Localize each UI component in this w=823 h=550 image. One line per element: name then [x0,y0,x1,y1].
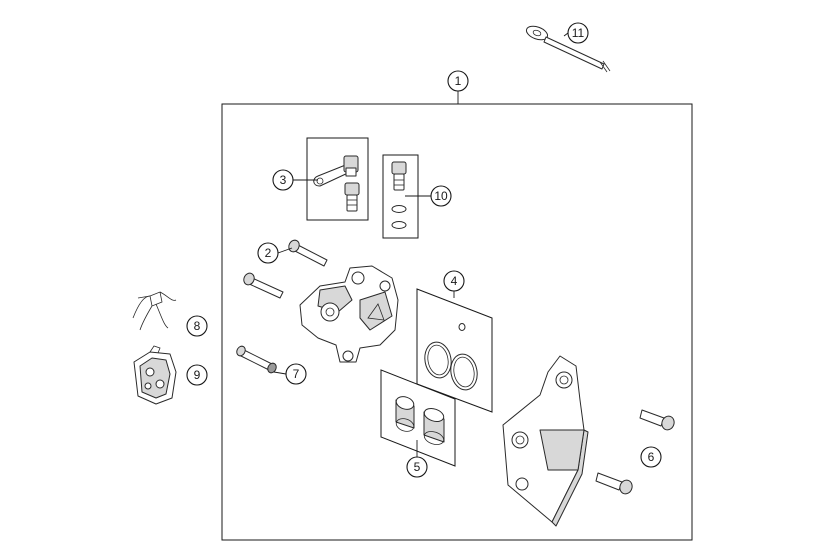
svg-text:5: 5 [414,460,421,474]
callout-9: 9 [186,364,208,386]
callout-5: 5 [406,456,428,478]
part-4-box [416,288,493,413]
part-11-brake-line [525,25,611,73]
svg-text:1: 1 [455,74,462,88]
svg-text:10: 10 [434,189,448,203]
part-5-pistons [395,396,445,445]
callout-8: 8 [186,315,208,337]
part-6-bolts [595,409,675,495]
svg-text:3: 3 [280,173,287,187]
svg-text:4: 4 [451,274,458,288]
callout-11: 11 [567,22,589,44]
svg-text:7: 7 [293,367,300,381]
svg-text:11: 11 [572,26,585,40]
part-3-box [306,137,369,221]
svg-text:9: 9 [194,368,201,382]
part-2-bolts [243,239,328,299]
part-10-box [382,154,419,239]
callout-1: 1 [447,70,469,92]
leader-lines [273,32,569,457]
part-9-brake-pads [133,345,177,405]
callout-10: 10 [430,185,452,207]
assembly-frame [221,103,693,541]
part-10-pin-kit [391,161,407,229]
svg-text:8: 8 [194,319,201,333]
callout-7: 7 [285,363,307,385]
part-4-seals [424,323,478,391]
svg-text:6: 6 [648,450,655,464]
callout-4: 4 [443,270,465,292]
callout-6: 6 [640,446,662,468]
callout-3: 3 [272,169,294,191]
callout-2: 2 [257,242,279,264]
caliper-bracket [502,355,589,527]
part-3-bleed-valve [313,155,360,212]
svg-text:2: 2 [265,246,272,260]
part-5-box [380,369,456,467]
part-7-bolt [236,345,277,374]
part-8-pad-spring [132,291,177,331]
brake-caliper-body [299,265,399,363]
